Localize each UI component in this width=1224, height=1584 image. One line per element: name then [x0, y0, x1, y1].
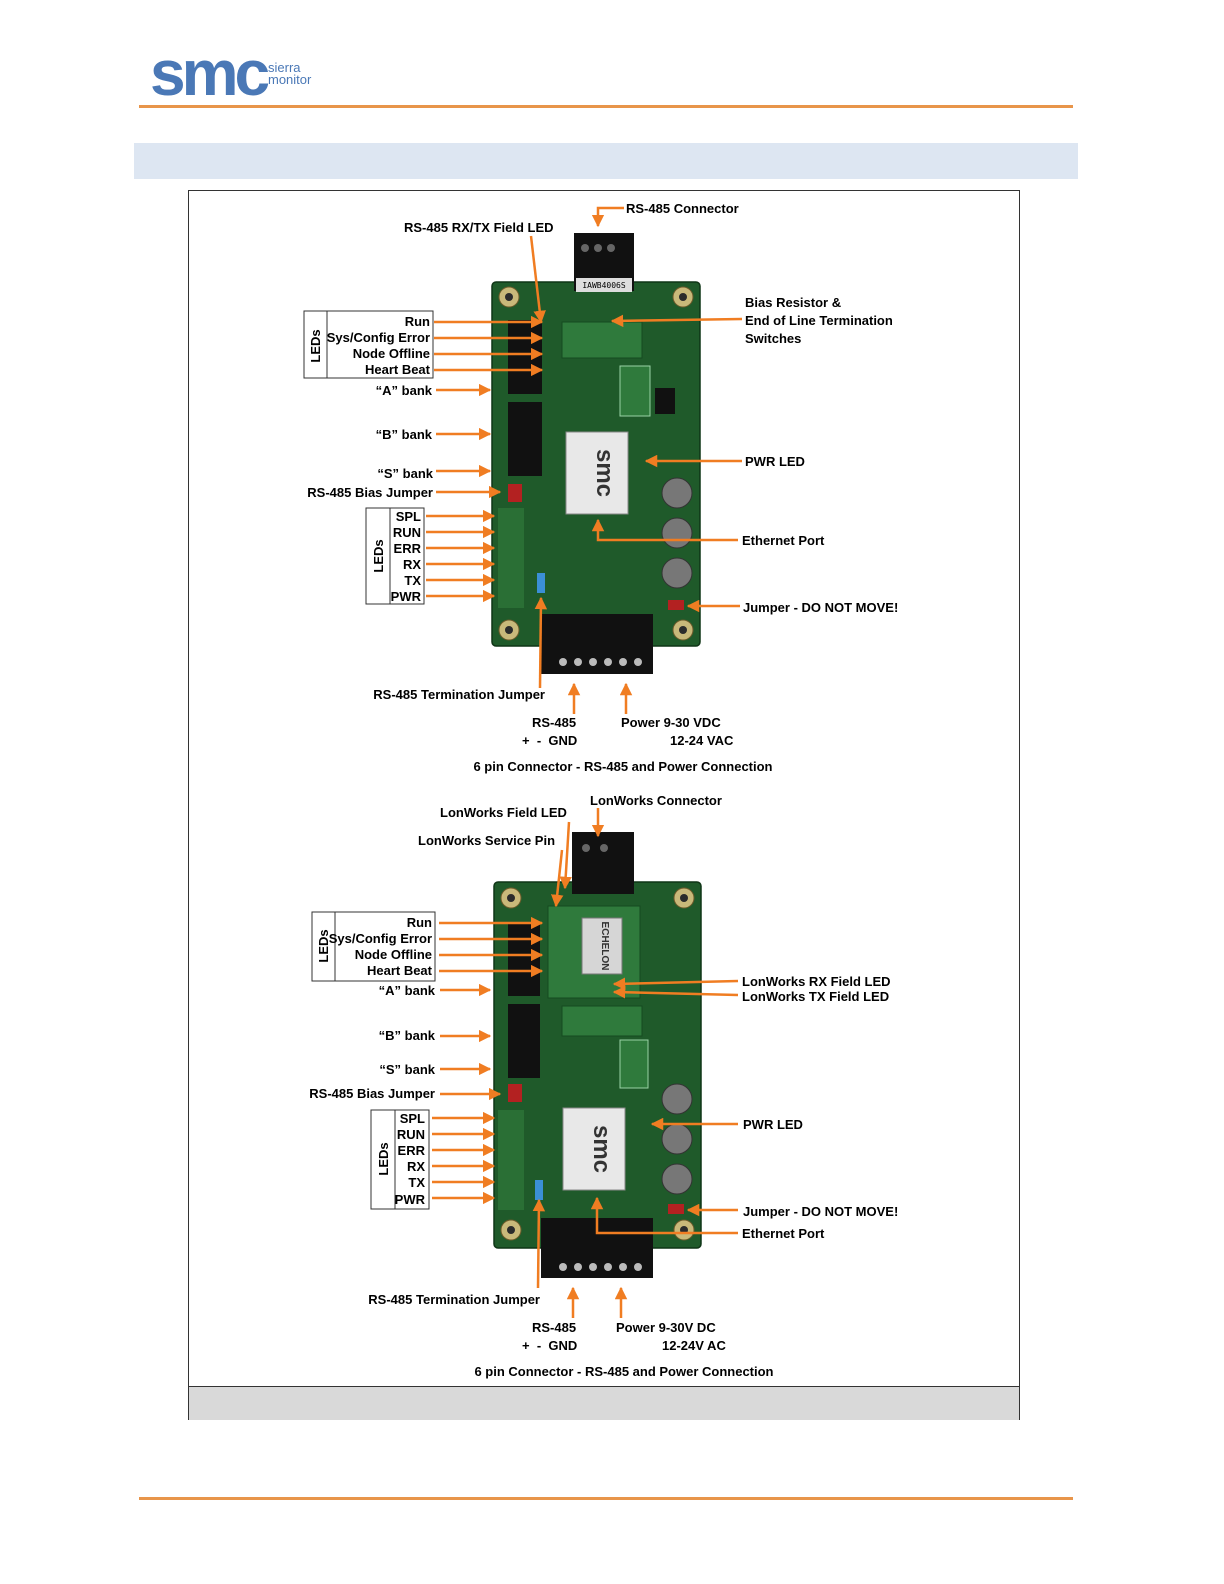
leds-title-upper-2: LEDs — [316, 929, 331, 962]
board-2: ECHELON smc — [493, 832, 702, 1278]
figure-caption-bar — [189, 1386, 1019, 1420]
label-bias-resistor-1: Bias Resistor & — [745, 295, 841, 310]
label-b-bank: “B” bank — [376, 427, 433, 442]
label-run-2: Run — [407, 915, 432, 930]
label-bias-resistor-3: Switches — [745, 331, 801, 346]
label-power-1: Power 9-30 VDC — [621, 715, 721, 730]
label-lonworks-service-pin: LonWorks Service Pin — [418, 833, 555, 848]
leds-box-lower-2 — [370, 1109, 430, 1210]
label-heart-beat: Heart Beat — [365, 362, 431, 377]
label-s-bank-2: “S” bank — [379, 1062, 435, 1077]
section-heading-band — [134, 143, 1078, 179]
leds-title-lower-1: LEDs — [371, 539, 386, 572]
logo-brand: smc — [150, 37, 270, 109]
footer-rule — [139, 1497, 1073, 1500]
label-plus-minus-gnd-2: + - GND — [522, 1338, 577, 1353]
label-s-bank: “S” bank — [377, 466, 433, 481]
label-ethernet-port-2: Ethernet Port — [742, 1226, 825, 1241]
label-rs485-connector: RS-485 Connector — [626, 201, 739, 216]
label-tx-2: TX — [408, 1175, 425, 1190]
label-rs485-bias-jumper: RS-485 Bias Jumper — [307, 485, 433, 500]
label-rs485-bias-jumper-2: RS-485 Bias Jumper — [309, 1086, 435, 1101]
label-pwr-2: PWR — [395, 1192, 426, 1207]
label-lonworks-field-led: LonWorks Field LED — [440, 805, 567, 820]
label-jumper-do-not-move-2: Jumper - DO NOT MOVE! — [743, 1204, 898, 1219]
label-rx: RX — [403, 557, 421, 572]
caption-board-2: 6 pin Connector - RS-485 and Power Conne… — [474, 1364, 773, 1379]
label-run2: RUN — [393, 525, 421, 540]
label-bias-resistor-2: End of Line Termination — [745, 313, 893, 328]
label-spl: SPL — [396, 509, 421, 524]
chip-logo: smc — [591, 449, 618, 497]
label-tx: TX — [404, 573, 421, 588]
chip2-marking: ECHELON — [599, 922, 610, 971]
label-power-2-2: 12-24V AC — [662, 1338, 726, 1353]
label-power-2: 12-24 VAC — [670, 733, 734, 748]
caption-board-1: 6 pin Connector - RS-485 and Power Conne… — [473, 759, 772, 774]
label-heart-beat-2: Heart Beat — [367, 963, 433, 978]
header-rule — [139, 105, 1073, 108]
label-rs485-rxtx-led: RS-485 RX/TX Field LED — [404, 220, 554, 235]
label-a-bank-2: “A” bank — [379, 983, 436, 998]
label-err: ERR — [394, 541, 422, 556]
label-termination-jumper-2: RS-485 Termination Jumper — [368, 1292, 540, 1307]
label-err-2: ERR — [398, 1143, 426, 1158]
label-b-bank-2: “B” bank — [379, 1028, 436, 1043]
chip-logo-2: smc — [588, 1125, 615, 1173]
labels-board-1: RS-485 Connector RS-485 RX/TX Field LED … — [307, 201, 898, 774]
label-sys-config-error: Sys/Config Error — [327, 330, 430, 345]
leds-box-lower-1 — [365, 507, 425, 605]
leds-box-upper-2 — [311, 911, 436, 982]
connector-part-number: IAWB4006S — [582, 281, 626, 290]
arrows-board-1 — [426, 206, 743, 714]
label-pwr: PWR — [391, 589, 422, 604]
label-rs485-2: RS-485 — [532, 1320, 576, 1335]
labels-board-2: LonWorks Connector LonWorks Field LED Lo… — [309, 793, 898, 1379]
label-a-bank: “A” bank — [376, 383, 433, 398]
label-pwr-led: PWR LED — [745, 454, 805, 469]
label-node-offline: Node Offline — [353, 346, 430, 361]
label-plus-minus-gnd: + - GND — [522, 733, 577, 748]
label-run: Run — [405, 314, 430, 329]
label-pwr-led-2: PWR LED — [743, 1117, 803, 1132]
label-lonworks-connector: LonWorks Connector — [590, 793, 722, 808]
label-sys-config-error-2: Sys/Config Error — [329, 931, 432, 946]
leds-title-lower-2: LEDs — [376, 1142, 391, 1175]
label-spl-2: SPL — [400, 1111, 425, 1126]
arrows-board-2 — [432, 808, 739, 1318]
label-rx-2: RX — [407, 1159, 425, 1174]
label-ethernet-port: Ethernet Port — [742, 533, 825, 548]
label-jumper-do-not-move: Jumper - DO NOT MOVE! — [743, 600, 898, 615]
label-power-1-2: Power 9-30V DC — [616, 1320, 716, 1335]
leds-box-upper-1 — [303, 310, 434, 379]
leds-title-upper-1: LEDs — [308, 329, 323, 362]
label-termination-jumper: RS-485 Termination Jumper — [373, 687, 545, 702]
label-node-offline-2: Node Offline — [355, 947, 432, 962]
label-lon-tx-led: LonWorks TX Field LED — [742, 989, 889, 1004]
label-lon-rx-led: LonWorks RX Field LED — [742, 974, 891, 989]
label-rs485: RS-485 — [532, 715, 576, 730]
board-1: smc IAWB4006S smc — [491, 233, 701, 674]
label-run2-2: RUN — [397, 1127, 425, 1142]
